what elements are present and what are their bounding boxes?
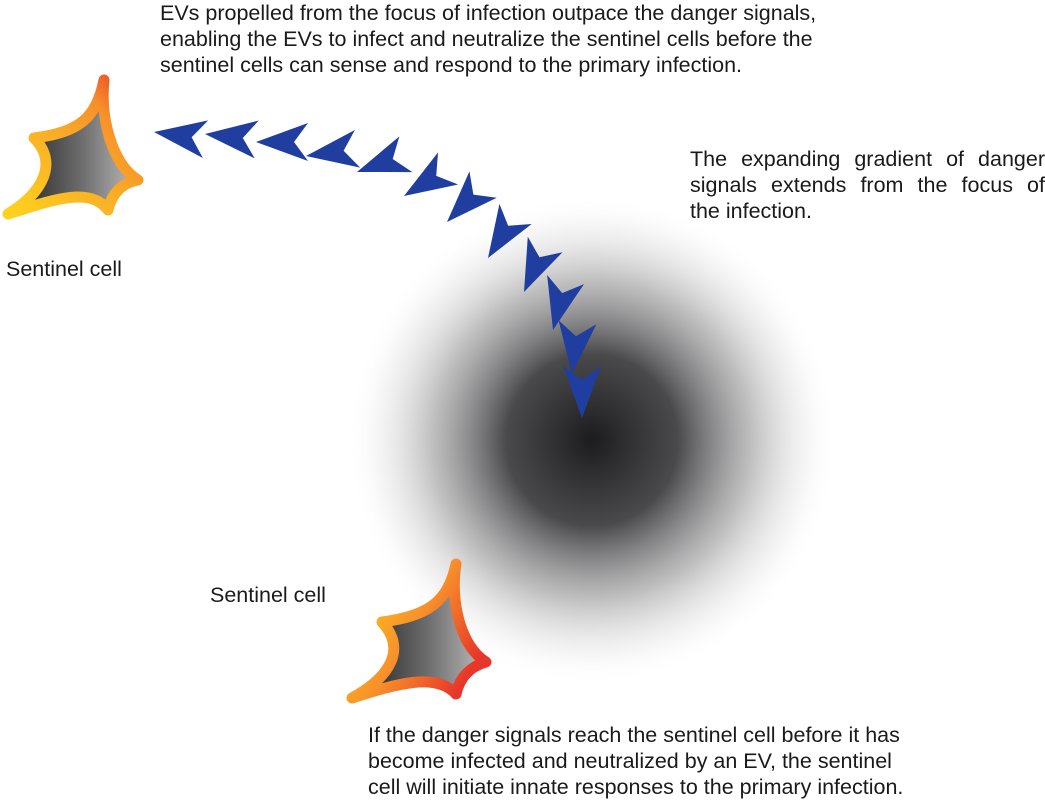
top-caption-line: enabling the EVs to infect and neutraliz… [160,27,813,51]
gradient-caption: The expanding gradient of danger signals… [690,146,1045,224]
sentinel-cell-icon [346,558,492,704]
arrowhead-icon [205,120,259,159]
arrowhead-icon [547,274,585,330]
gradient-caption-line: The expanding gradient of danger [690,147,1045,171]
sentinel-cell-label-bottom: Sentinel cell [210,583,326,607]
ev-arrow-group [154,120,601,418]
bottom-caption-line: cell will initiate innate responses to t… [368,775,904,799]
arrowhead-icon [404,152,459,196]
arrowhead-icon [306,129,361,168]
sentinel-cell-label-top: Sentinel cell [6,257,122,281]
arrowhead-icon [563,366,601,418]
bottom-caption: If the danger signals reach the sentinel… [368,722,968,800]
arrowhead-icon [447,171,497,222]
sentinel-cell-icon [2,74,144,220]
arrowhead-icon [154,120,209,159]
arrowhead-icon [256,123,308,161]
top-caption-line: sentinel cells can sense and respond to … [160,53,743,77]
bottom-caption-line: become infected and neutralized by an EV… [368,749,892,773]
gradient-caption-line: the infection. [690,199,812,223]
arrowhead-icon [357,136,413,173]
top-caption: EVs propelled from the focus of infectio… [160,0,1040,78]
arrowhead-icon [488,203,532,258]
arrowhead-icon [558,320,597,374]
danger-signal-gradient [347,195,837,685]
arrowhead-icon [524,236,563,292]
top-caption-line: EVs propelled from the focus of infectio… [160,1,817,25]
gradient-caption-line: signals extends from the focus of [690,173,1045,197]
bottom-caption-line: If the danger signals reach the sentinel… [368,723,900,747]
